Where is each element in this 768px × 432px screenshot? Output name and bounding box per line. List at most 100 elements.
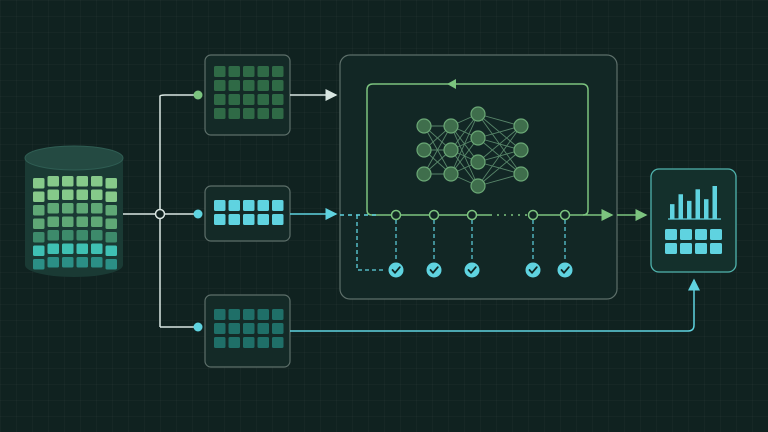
database-cell (105, 259, 117, 270)
bar (712, 186, 717, 219)
nn-node (416, 142, 432, 158)
nn-node (443, 142, 459, 158)
bar (704, 199, 709, 219)
grid-cell (243, 323, 255, 334)
database-cell (33, 259, 45, 270)
grid-cell (228, 94, 240, 105)
database-cell (62, 216, 74, 227)
database-cell (76, 230, 88, 241)
database-cell (62, 176, 74, 187)
grid-cell (272, 214, 284, 225)
loop-arrow-icon (447, 79, 456, 89)
results-box (650, 168, 737, 273)
check-mark (391, 266, 401, 274)
validation-split-box (204, 185, 291, 242)
nn-edge (477, 149, 522, 187)
nn-node (513, 166, 529, 182)
grid-cell (228, 214, 240, 225)
epoch-node (527, 209, 539, 221)
database-cell (62, 243, 74, 254)
database-cell (33, 232, 45, 243)
grid-cell (272, 323, 284, 334)
grid-cell (257, 214, 269, 225)
nn-edge (450, 113, 479, 175)
grid-cell (710, 229, 722, 240)
test-arrow (290, 278, 700, 332)
check-mark (429, 266, 439, 274)
split-junction (154, 208, 166, 220)
database-cell (62, 230, 74, 241)
check-mark (528, 266, 538, 274)
grid-cell (228, 323, 240, 334)
grid-cell (243, 80, 255, 91)
grid-cell (228, 337, 240, 348)
bar (687, 200, 692, 219)
bar (670, 204, 675, 219)
split-connectors (123, 90, 203, 332)
database-cell (47, 257, 59, 268)
grid-cell (257, 94, 269, 105)
database-cell (91, 189, 103, 200)
grid-cell (665, 243, 677, 254)
database-cell (91, 176, 103, 187)
epoch-node (466, 209, 478, 221)
database-cell (62, 257, 74, 268)
grid-cell (257, 309, 269, 320)
database-cell (33, 245, 45, 256)
test-grid-icon (214, 309, 284, 348)
grid-cell (272, 309, 284, 320)
database-cell (91, 257, 103, 268)
grid-cell (272, 337, 284, 348)
database-cell (47, 230, 59, 241)
grid-cell (272, 94, 284, 105)
nn-node (470, 130, 486, 146)
grid-cell (228, 309, 240, 320)
database-cell (47, 243, 59, 254)
nn-node (470, 106, 486, 122)
database-cell (33, 191, 45, 202)
grid-cell (665, 229, 677, 240)
database-cell (76, 243, 88, 254)
nn-node (513, 142, 529, 158)
grid-cell (257, 108, 269, 119)
epoch-node (390, 209, 402, 221)
bar (695, 189, 700, 219)
train-port (193, 90, 203, 100)
database-cell (47, 216, 59, 227)
database-cell (105, 205, 117, 216)
database-cell (105, 218, 117, 229)
neural-network-icon (416, 106, 529, 194)
train-split-box (204, 54, 291, 136)
database-cell (76, 257, 88, 268)
grid-cell (243, 214, 255, 225)
database-cell (76, 189, 88, 200)
grid-cell (272, 200, 284, 211)
database-cell (105, 178, 117, 189)
test-port (193, 322, 203, 332)
database-cell (62, 203, 74, 214)
nn-node (470, 154, 486, 170)
check-circle-icon (525, 262, 541, 278)
grid-cell (214, 80, 226, 91)
database-cell (91, 243, 103, 254)
nn-node (416, 166, 432, 182)
check-circle-icon (557, 262, 573, 278)
grid-cell (257, 323, 269, 334)
grid-cell (214, 337, 226, 348)
validation-port (193, 209, 203, 219)
grid-cell (257, 80, 269, 91)
database-cell (47, 176, 59, 187)
grid-cell (228, 66, 240, 77)
database-cell (62, 189, 74, 200)
grid-cell (272, 108, 284, 119)
bar (678, 194, 683, 219)
grid-cell (214, 66, 226, 77)
grid-cell (243, 309, 255, 320)
grid-cell (243, 94, 255, 105)
grid-cell (243, 200, 255, 211)
grid-cell (228, 80, 240, 91)
grid-cell (243, 108, 255, 119)
database-cell (33, 218, 45, 229)
database-cell (76, 203, 88, 214)
